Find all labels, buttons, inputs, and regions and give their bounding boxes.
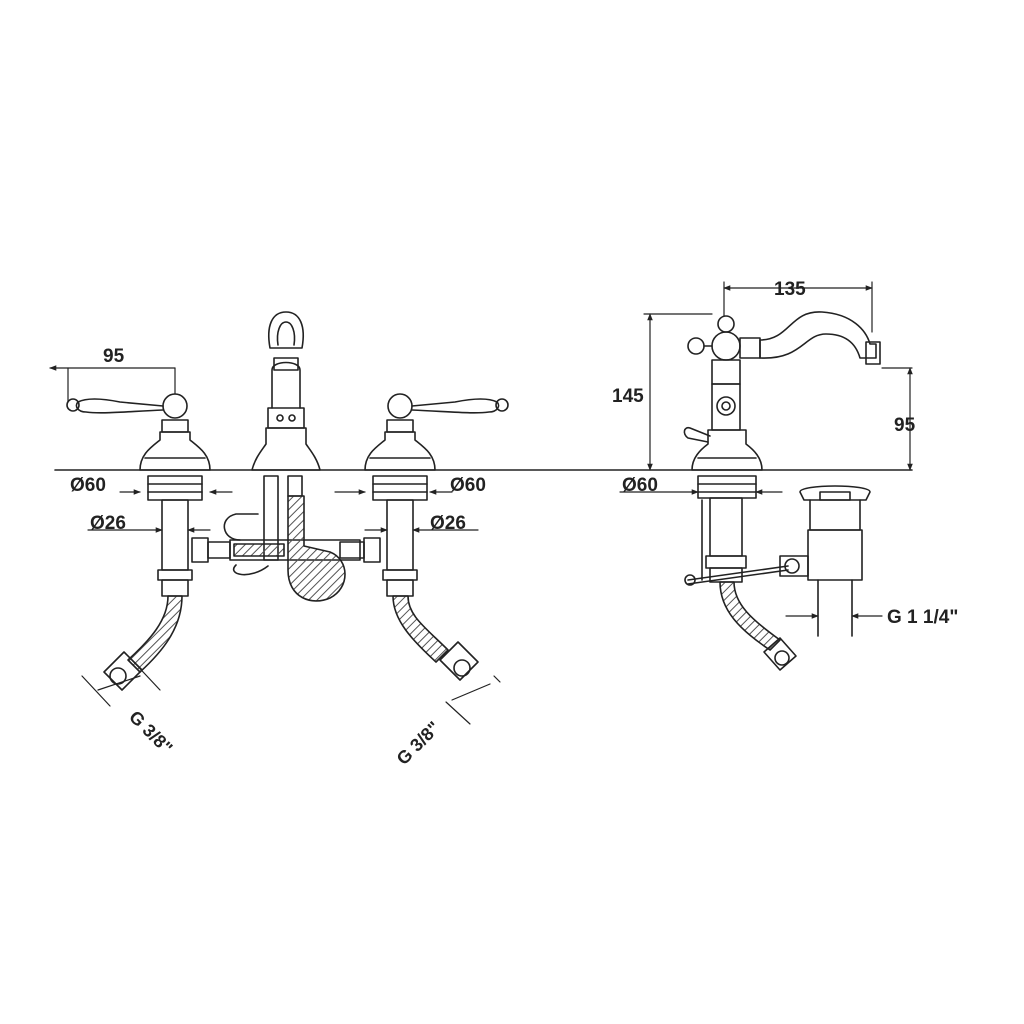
label-waste-thread: G 1 1/4" (887, 607, 958, 628)
label-side-spout-height: 95 (894, 415, 916, 436)
label-side-height: 145 (612, 386, 644, 407)
dimension-lines (49, 281, 913, 725)
label-side-base-diameter: Ø60 (622, 475, 658, 496)
label-side-reach: 135 (774, 279, 806, 300)
side-view (683, 311, 881, 671)
right-valve (364, 393, 509, 597)
right-hose (392, 595, 479, 681)
label-left-hose-thread: G 3/8" (125, 707, 176, 758)
label-front-width: 95 (103, 346, 125, 367)
label-left-shank-diameter: Ø26 (90, 513, 126, 534)
label-right-hose-thread: G 3/8" (393, 718, 444, 769)
center-spout (191, 311, 381, 602)
front-view (66, 311, 509, 691)
dimension-labels: 95 Ø60 Ø26 Ø60 Ø26 G 3/8" G 3/8" 135 145… (70, 279, 958, 769)
left-hose (103, 595, 183, 691)
label-right-shank-diameter: Ø26 (430, 513, 466, 534)
left-valve (66, 393, 211, 597)
label-left-base-diameter: Ø60 (70, 475, 106, 496)
label-right-base-diameter: Ø60 (450, 475, 486, 496)
